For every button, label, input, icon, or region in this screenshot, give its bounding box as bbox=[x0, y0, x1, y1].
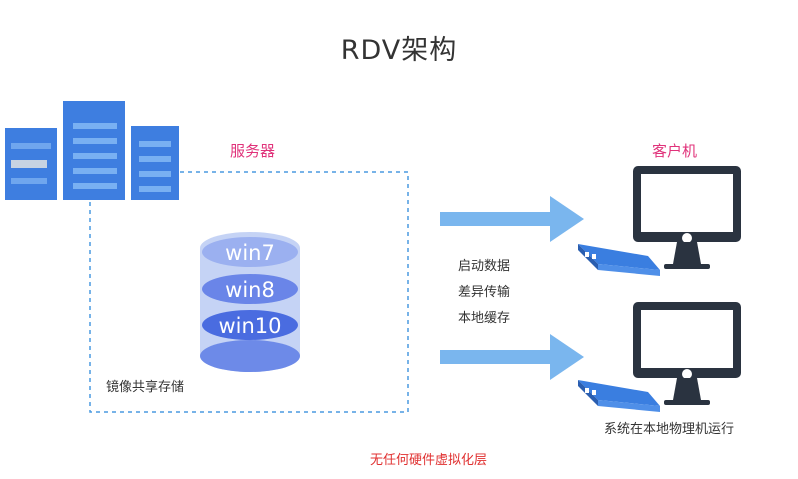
disk-label-win10: win10 bbox=[218, 314, 281, 338]
transfer-line-cache: 本地缓存 bbox=[458, 311, 511, 326]
server-label: 服务器 bbox=[230, 142, 276, 160]
storage-label: 镜像共享存储 bbox=[106, 380, 185, 395]
disk-layer-win8 bbox=[202, 274, 298, 304]
transfer-arrow-top bbox=[440, 196, 584, 242]
client-label: 客户机 bbox=[652, 142, 698, 160]
disk-label-win7: win7 bbox=[225, 241, 275, 265]
transfer-line-boot-data: 启动数据 bbox=[458, 259, 511, 274]
disk-label-win8: win8 bbox=[225, 278, 275, 302]
page-title: RDV架构 bbox=[340, 35, 458, 66]
disk-layer-win10 bbox=[202, 310, 298, 340]
server-rack-icon bbox=[5, 101, 179, 200]
transfer-arrow-bottom bbox=[440, 334, 584, 380]
client-computer-icon-top bbox=[578, 166, 741, 276]
disk-layer-win7 bbox=[202, 237, 298, 267]
client-note: 系统在本地物理机运行 bbox=[604, 422, 735, 437]
client-computer-icon-bottom bbox=[578, 302, 741, 412]
transfer-line-diff: 差异传输 bbox=[458, 285, 511, 300]
server-boundary bbox=[89, 171, 409, 413]
footnote: 无任何硬件虚拟化层 bbox=[370, 453, 488, 468]
disk-stack-icon: win7 win8 win10 bbox=[200, 232, 300, 372]
transfer-description: 启动数据 差异传输 本地缓存 bbox=[458, 254, 510, 332]
